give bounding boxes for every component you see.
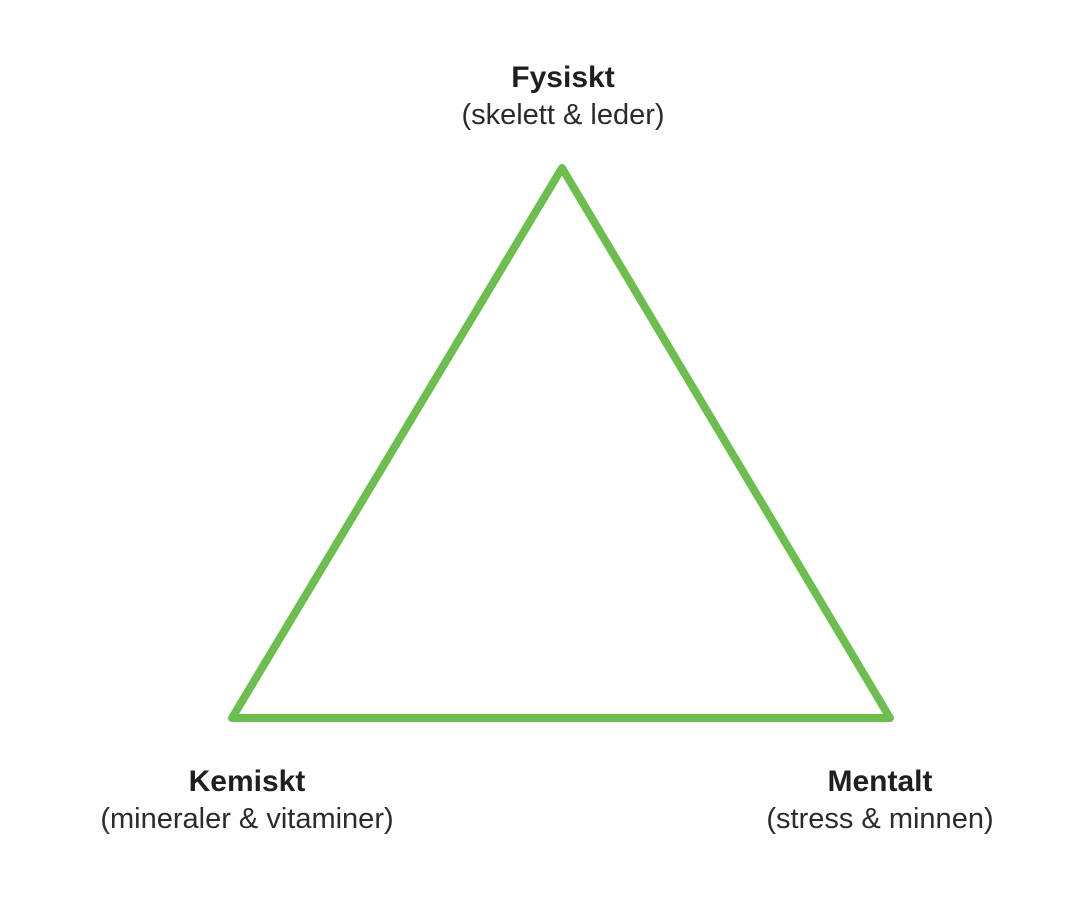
node-mentalt: Mentalt (stress & minnen) xyxy=(670,764,1080,838)
triangle-outline xyxy=(228,164,894,722)
node-fysiskt: Fysiskt (skelett & leder) xyxy=(353,60,773,134)
node-subtitle-fysiskt: (skelett & leder) xyxy=(461,99,665,131)
node-kemiskt: Kemiskt (mineraler & vitaminer) xyxy=(37,764,457,838)
node-title-fysiskt: Fysiskt xyxy=(511,61,615,94)
node-title-mentalt: Mentalt xyxy=(827,765,933,798)
node-subtitle-mentalt: (stress & minnen) xyxy=(766,803,994,835)
node-title-kemiskt: Kemiskt xyxy=(188,765,306,798)
node-subtitle-kemiskt: (mineraler & vitaminer) xyxy=(100,803,394,835)
